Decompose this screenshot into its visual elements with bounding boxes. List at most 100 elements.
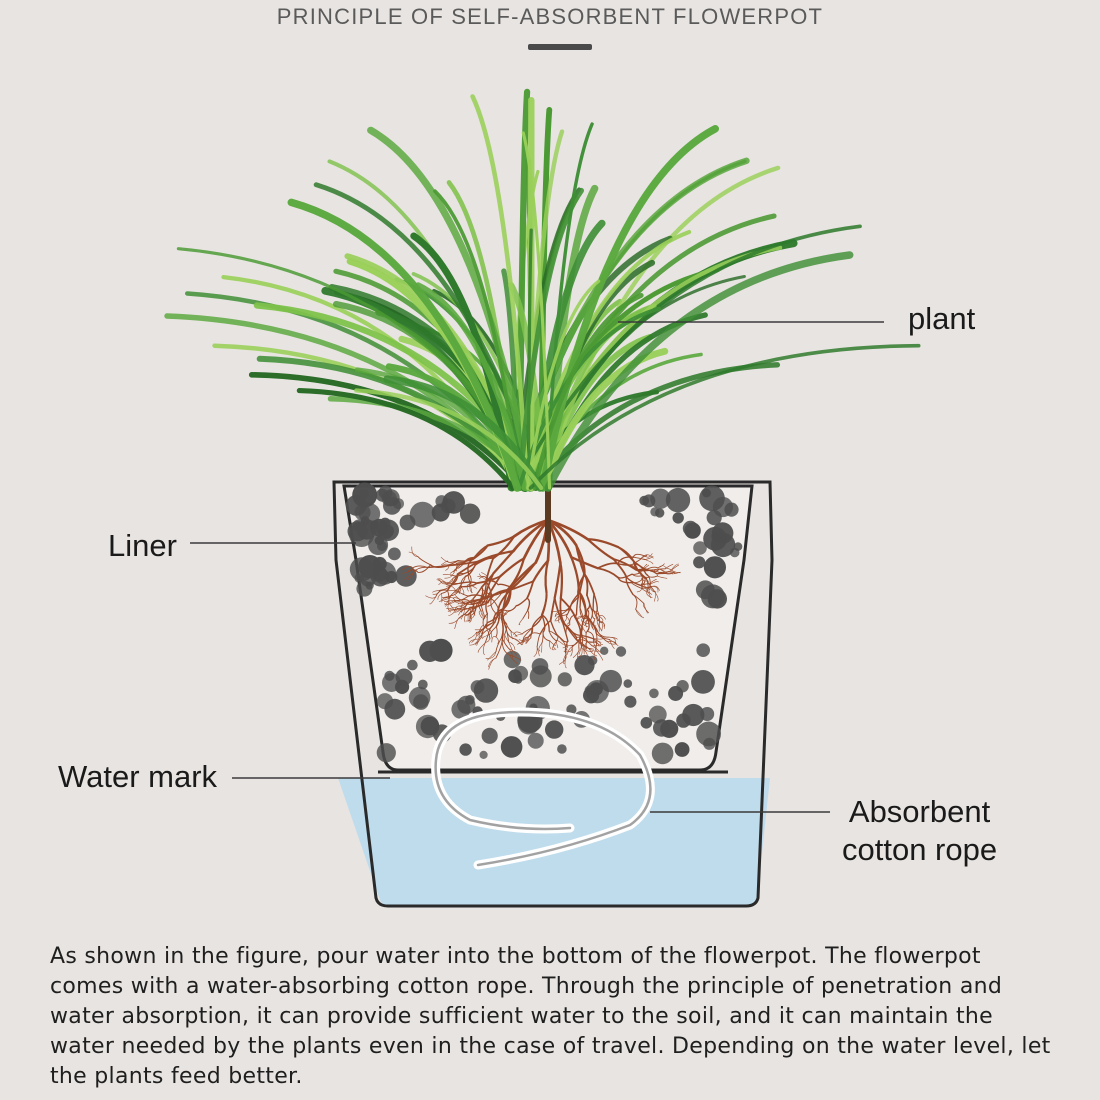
root-strand: [636, 584, 643, 593]
root-strand: [541, 614, 550, 632]
leaf-blade: [521, 131, 552, 490]
root-strand: [641, 578, 649, 583]
pebble: [660, 719, 679, 739]
root-strand: [509, 654, 518, 664]
pebble: [395, 668, 413, 686]
root-strand: [404, 572, 414, 580]
root-strand: [469, 610, 476, 622]
root-strand: [589, 648, 598, 657]
root-strand: [444, 597, 456, 602]
leaf-blade: [367, 126, 535, 492]
root-strand: [445, 564, 450, 571]
root-strand: [598, 615, 604, 623]
root-strand: [465, 609, 471, 616]
root-strand: [562, 645, 573, 649]
root-strand: [463, 556, 475, 564]
title-underline: [528, 44, 592, 50]
root-strand: [641, 588, 651, 594]
root-strand: [478, 610, 482, 618]
water-mark-label: Water mark: [58, 759, 218, 794]
root-strand: [585, 614, 590, 632]
root-strand: [475, 594, 487, 608]
root-strand: [595, 610, 601, 623]
root-strand: [485, 594, 490, 615]
leaf-blade: [528, 343, 921, 490]
root-strand: [411, 546, 419, 557]
root-strand: [470, 610, 476, 619]
root-strand: [617, 563, 632, 566]
pebble: [408, 686, 431, 709]
root-strand: [540, 591, 548, 616]
root-strand: [500, 617, 504, 638]
root-strand: [638, 569, 644, 576]
root-strand: [657, 571, 666, 577]
root-strand: [508, 648, 517, 656]
root-strand: [632, 553, 645, 558]
pebble: [650, 488, 671, 509]
pebble: [600, 646, 609, 655]
leaf-blade: [544, 251, 854, 492]
root-strand: [482, 642, 486, 655]
root-strand: [491, 636, 497, 643]
leaf-blade: [248, 372, 527, 491]
root-strand: [480, 625, 485, 635]
root-strand: [477, 549, 515, 563]
root-strand: [581, 645, 585, 655]
root-strand: [577, 590, 588, 617]
pebble: [451, 699, 471, 719]
root-strand: [508, 641, 516, 650]
root-strand: [481, 589, 490, 595]
root-strand: [642, 603, 650, 614]
root-strand: [585, 619, 588, 627]
root-strand: [487, 651, 497, 661]
description-text: As shown in the figure, pour water into …: [50, 944, 1051, 1089]
root-strand: [630, 558, 642, 566]
root-strand: [586, 538, 620, 549]
pebble: [650, 507, 660, 517]
root-strand: [559, 597, 576, 619]
pebble: [384, 698, 406, 720]
root-strand: [521, 636, 529, 644]
pebble: [682, 520, 699, 537]
water-reservoir: [338, 778, 770, 905]
root-strand: [576, 649, 580, 662]
root-strand: [544, 559, 550, 594]
root-strand: [589, 648, 600, 652]
pebble: [703, 556, 727, 579]
root-strand: [448, 617, 460, 624]
root-strand: [598, 615, 606, 620]
root-strand: [488, 625, 497, 636]
pebble: [529, 665, 552, 688]
root-strand: [635, 609, 642, 618]
root-strand: [553, 643, 557, 650]
root-strand: [533, 646, 538, 657]
root-strand: [521, 636, 529, 643]
pebble: [345, 495, 367, 516]
root-strand: [480, 572, 495, 589]
root-strand: [645, 573, 651, 586]
root-strand: [474, 597, 483, 612]
root-strand: [617, 576, 633, 584]
plant-leaves: [164, 88, 921, 492]
pebble: [693, 541, 707, 555]
root-strand: [506, 557, 526, 592]
root-strand: [561, 621, 579, 636]
root-strand: [512, 518, 550, 538]
root-strand: [446, 608, 458, 611]
root-strand: [487, 608, 504, 624]
root-strand: [473, 544, 489, 559]
root-strand: [485, 557, 495, 583]
root-strand: [654, 591, 659, 602]
root-strand: [505, 622, 513, 633]
pebble: [676, 713, 691, 728]
root-strand: [586, 594, 591, 610]
root-strand: [460, 575, 466, 588]
pebble: [473, 678, 499, 703]
root-strand: [453, 605, 463, 613]
root-strand: [577, 616, 583, 622]
leaf-blade: [532, 293, 644, 491]
root-strand: [490, 598, 500, 611]
pebble: [624, 695, 637, 708]
root-strand: [474, 628, 484, 631]
root-strand: [481, 580, 487, 600]
